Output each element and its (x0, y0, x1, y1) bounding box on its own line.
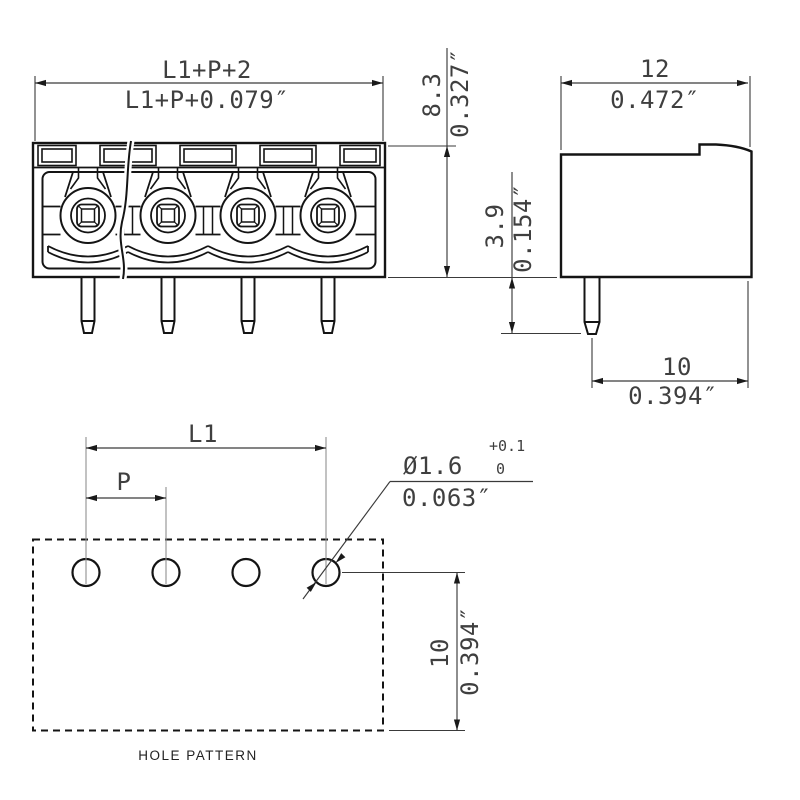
dim-hole-span: L1 (85, 420, 327, 584)
terminal-pole-3 (207, 166, 289, 264)
side-pin (583, 277, 601, 335)
dim-hole-pitch-label: P (117, 468, 132, 496)
hole-pattern-view (32, 538, 384, 732)
terminal-pole-1 (47, 166, 129, 264)
dim-side-pin-imperial: 0.154″ (509, 183, 537, 273)
dim-side-depth-imperial: 0.394″ (628, 382, 718, 410)
dim-hole-pitch: P (86, 468, 167, 584)
dim-front-width-metric: L1+P+2 (162, 56, 252, 84)
dim-hole-span-label: L1 (188, 420, 218, 448)
dim-side-depth: 10 0.394″ (591, 281, 749, 410)
dim-side-pin-metric: 3.9 (481, 204, 509, 249)
front-pin-3 (240, 276, 256, 334)
dim-hole-dia-imperial: 0.063″ (402, 484, 492, 512)
dim-front-height-imperial: 0.327″ (446, 48, 474, 138)
front-pin-1 (80, 276, 96, 334)
front-wing-bands (42, 205, 376, 252)
front-inner-outline (41, 171, 377, 270)
dim-side-width: 12 0.472″ (560, 55, 751, 150)
dim-hole-diameter: Ø1.6 +0.1 0 0.063″ (302, 437, 533, 600)
front-pin-4 (320, 276, 336, 334)
dim-front-width-imperial: L1+P+0.079″ (125, 86, 289, 114)
dim-side-width-imperial: 0.472″ (610, 86, 700, 114)
front-view (31, 140, 387, 334)
hole-3 (231, 557, 261, 588)
front-rail-windows (37, 144, 381, 167)
dim-front-height-metric: 8.3 (418, 73, 446, 118)
front-pin-2 (160, 276, 176, 334)
dim-front-width: L1+P+2 L1+P+0.079″ (34, 56, 384, 141)
dim-front-height: 8.3 0.327″ (388, 48, 557, 279)
dim-side-pin-length: 3.9 0.154″ (481, 172, 581, 335)
hole-pattern-caption: HOLE PATTERN (138, 748, 258, 763)
front-body-outline (31, 141, 387, 279)
dim-side-width-metric: 12 (640, 55, 670, 83)
dim-side-depth-metric: 10 (662, 353, 692, 381)
dia-arrow-lower (306, 582, 317, 592)
dim-hole-dia-tol-lower: 0 (496, 460, 505, 478)
dim-hole-dia-tol-upper: +0.1 (489, 437, 525, 455)
dim-hole-offset-imperial: 0.394″ (456, 606, 484, 696)
dim-hole-offset-metric: 10 (426, 638, 454, 668)
side-view (559, 143, 753, 335)
terminal-pole-2 (127, 166, 209, 264)
dia-arrow-upper (335, 553, 346, 563)
break-line (117, 140, 135, 280)
dim-hole-dia-metric: Ø1.6 (403, 452, 463, 480)
terminal-pole-4 (287, 166, 369, 264)
pcb-outline-dashed (32, 538, 384, 732)
dim-hole-row-offset: 10 0.394″ (342, 571, 484, 732)
side-body-outline (559, 143, 753, 279)
